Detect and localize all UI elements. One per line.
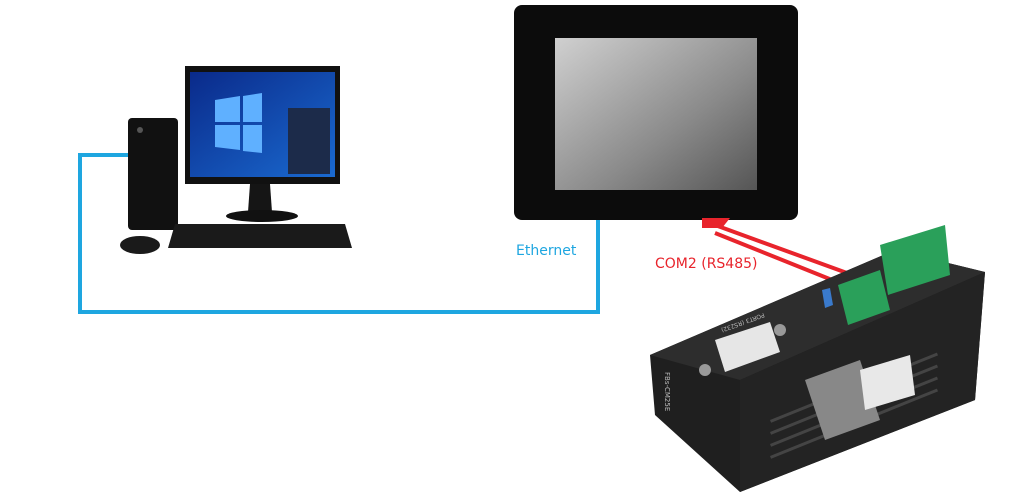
communication-module-icon — [650, 225, 985, 492]
module-model-label: FBs-CM25E — [663, 372, 671, 411]
ethernet-cable — [78, 153, 600, 314]
ethernet-label: Ethernet — [516, 243, 577, 259]
hmi-icon — [514, 5, 798, 220]
pc-icon — [120, 66, 352, 254]
com2-label: COM2 (RS485) — [655, 256, 758, 272]
